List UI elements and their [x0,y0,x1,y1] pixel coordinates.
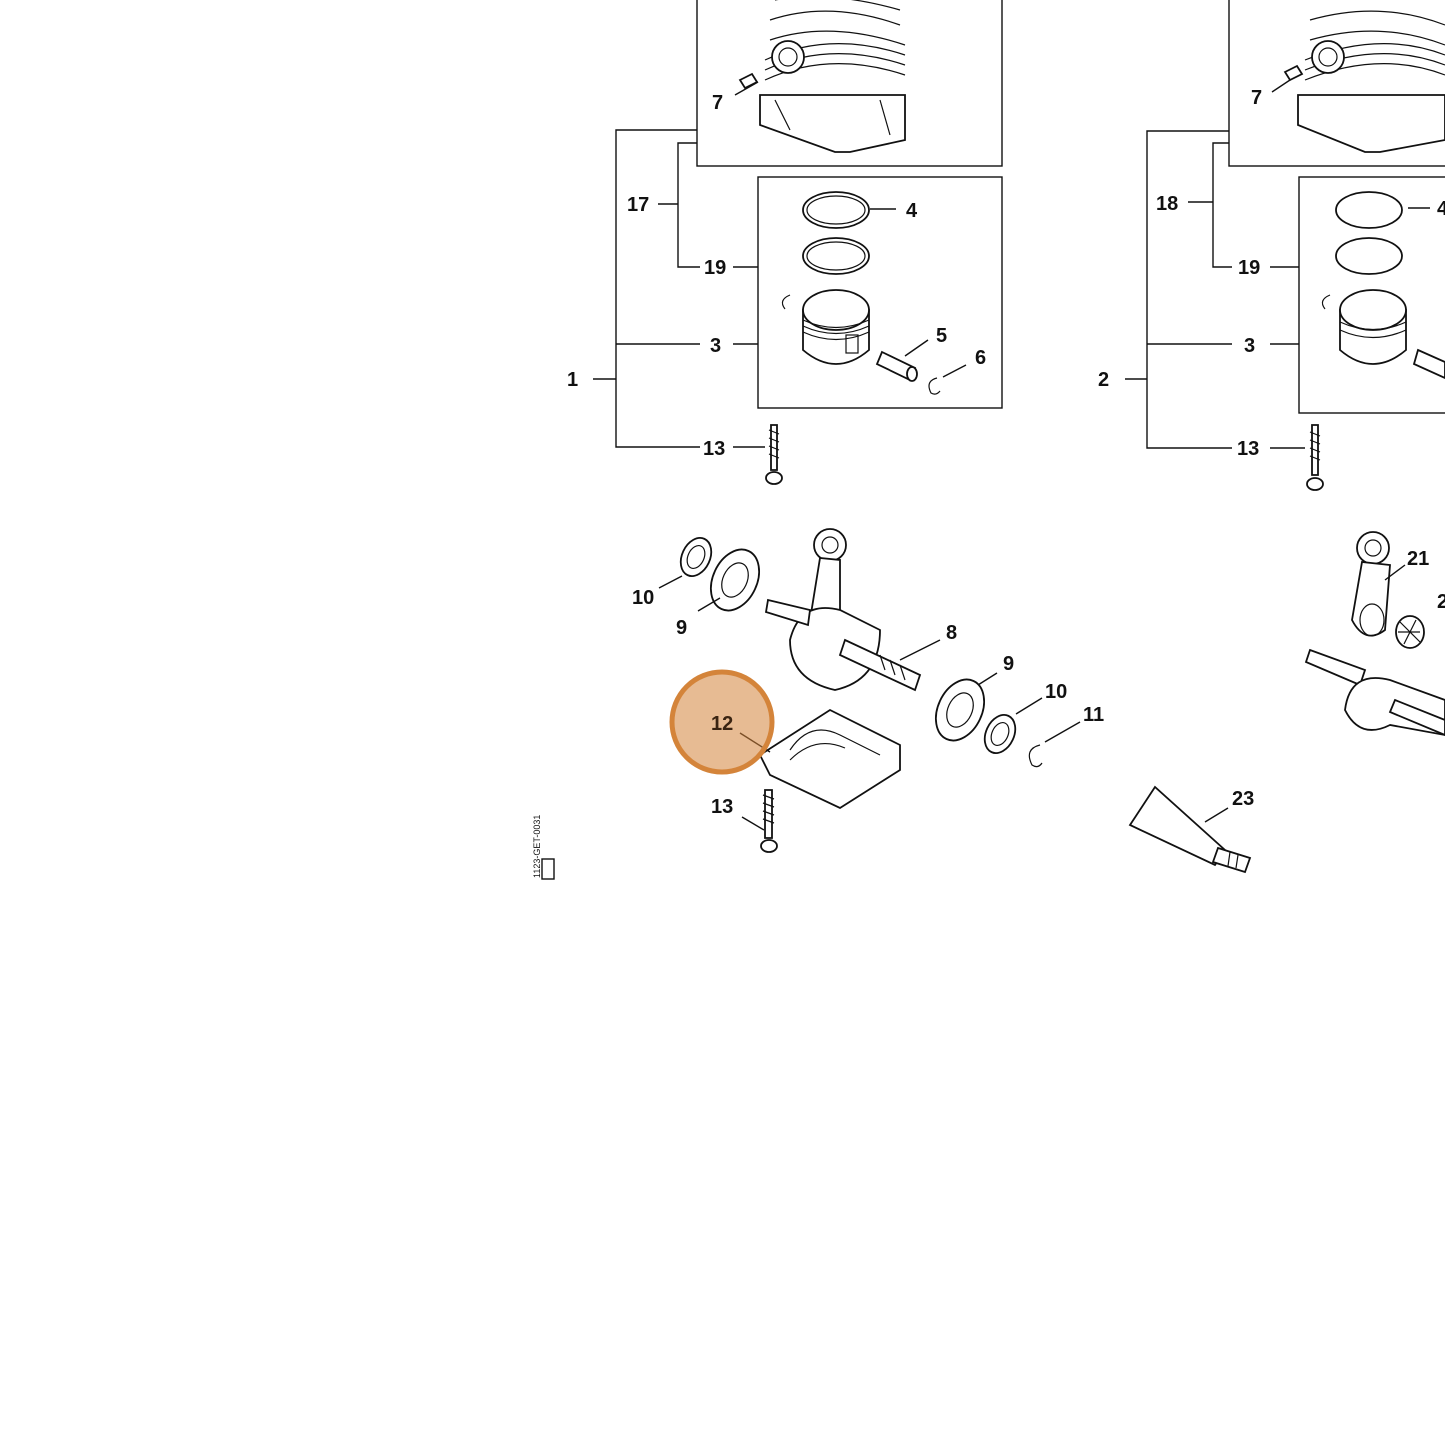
drawing-code: 1123-GET-0031 [532,815,542,878]
drawing-code-box [541,858,555,880]
piston-rings [802,191,870,275]
circlip-11 [1028,744,1043,768]
callout-7[interactable]: 7 [712,92,723,114]
piston-box [757,176,1003,409]
highlight-circle[interactable] [669,669,775,775]
callout-9-right[interactable]: 9 [1003,653,1014,675]
callout-labels-left: 1 17 19 3 4 5 6 7 13 10 9 8 9 10 11 13 [567,92,1104,818]
callout-18[interactable]: 18 [1156,193,1178,215]
callout-9-left[interactable]: 9 [676,617,687,639]
callout-1[interactable]: 1 [567,369,578,391]
cylinder-drawing-right [1283,10,1445,153]
piston-pin [875,350,918,382]
cylinder-drawing [738,0,906,153]
callout-10-left[interactable]: 10 [632,587,654,609]
circlip [928,377,941,395]
leader-lines-lower-left [658,575,1081,831]
callout-13-right[interactable]: 13 [1237,438,1259,460]
cylinder-box [696,0,1003,167]
bearing-9-left [710,548,760,612]
grease-tube-23 [1128,785,1252,874]
callout-3[interactable]: 3 [710,335,721,357]
screw-right [1306,424,1324,491]
needle-cage [1395,615,1425,649]
callout-4[interactable]: 4 [906,200,918,222]
piston [802,289,870,365]
seal-10-right [983,714,1017,754]
callout-labels-right: 2 18 19 3 13 7 4 21 2 23 [1098,87,1445,810]
bracket-lines-right [1125,79,1430,449]
bracket-lines-left [593,81,967,448]
callout-19-right[interactable]: 19 [1238,257,1260,279]
callout-13-top[interactable]: 13 [703,438,725,460]
bearing-9-right [935,678,985,742]
callout-21[interactable]: 21 [1407,548,1429,570]
callout-5[interactable]: 5 [936,325,947,347]
crankshaft [764,528,922,692]
crankcase-12 [758,708,901,810]
callout-4-right[interactable]: 4 [1437,198,1445,220]
screw-bottom [760,789,778,853]
seal-10-left [679,537,713,577]
callout-2[interactable]: 2 [1098,369,1109,391]
callout-23[interactable]: 23 [1232,788,1254,810]
piston-box-right [1298,176,1445,414]
highlighted-callout-12[interactable]: 12 [669,669,775,775]
callout-3-right[interactable]: 3 [1244,335,1255,357]
conrod-21 [1351,531,1391,637]
cylinder-box-right [1228,0,1445,167]
crankshaft-right [1304,648,1445,736]
screw-top [765,424,783,485]
callout-19[interactable]: 19 [704,257,726,279]
callout-12[interactable]: 12 [711,713,733,735]
callout-17[interactable]: 17 [627,194,649,216]
callout-2-right[interactable]: 2 [1437,591,1445,613]
callout-10-right[interactable]: 10 [1045,681,1067,703]
callout-11[interactable]: 11 [1083,704,1104,726]
callout-7-right[interactable]: 7 [1251,87,1262,109]
piston-right [1321,191,1445,379]
leader-lines-lower-right [1204,564,1406,823]
callout-8[interactable]: 8 [946,622,957,644]
circlip-small [781,294,791,310]
callout-13-bottom[interactable]: 13 [711,796,733,818]
callout-6[interactable]: 6 [975,347,986,369]
